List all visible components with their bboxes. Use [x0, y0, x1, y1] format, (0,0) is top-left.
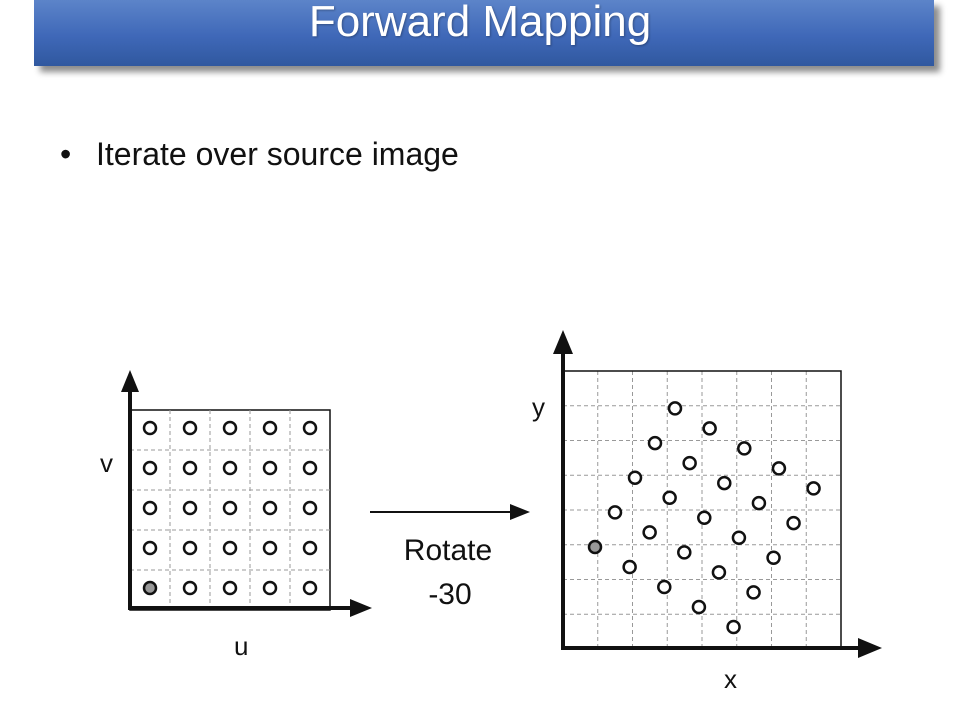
target-point	[746, 585, 761, 600]
slide-title: Forward Mapping	[308, 0, 652, 46]
target-point	[662, 490, 677, 505]
target-point	[786, 515, 801, 531]
target-point	[731, 530, 747, 545]
target-panel: y x	[532, 330, 882, 694]
target-point	[677, 545, 692, 560]
target-point	[627, 470, 643, 485]
target-point	[607, 505, 623, 520]
target-points	[587, 401, 821, 635]
target-point	[751, 495, 767, 511]
source-point	[262, 540, 278, 556]
bullet-icon: •	[60, 136, 72, 172]
target-point	[647, 435, 663, 451]
source-point	[142, 540, 158, 556]
source-u-arrowhead	[350, 599, 372, 617]
source-point	[262, 580, 278, 596]
target-point	[766, 550, 781, 565]
target-point	[691, 599, 707, 615]
target-point	[667, 401, 683, 416]
target-y-label: y	[532, 392, 545, 422]
source-points	[142, 420, 318, 596]
transform-arrowhead-icon	[510, 504, 530, 520]
transform: Rotate -30	[370, 504, 530, 611]
source-point	[222, 500, 238, 516]
source-point	[182, 500, 198, 516]
target-point	[726, 619, 741, 635]
source-point	[302, 540, 318, 556]
transform-label-line1: Rotate	[404, 534, 492, 567]
target-point	[737, 441, 752, 456]
source-u-label: u	[234, 631, 248, 661]
source-point	[142, 420, 158, 436]
source-point	[222, 540, 238, 556]
source-point	[222, 420, 238, 436]
bullet-item: • Iterate over source image	[60, 136, 459, 173]
title-bar	[34, 0, 934, 66]
source-point	[222, 460, 238, 476]
target-point	[771, 461, 787, 476]
target-point	[682, 455, 697, 471]
source-point	[262, 420, 278, 436]
source-panel: v u	[100, 370, 372, 661]
target-point	[717, 475, 732, 491]
source-point	[302, 500, 318, 516]
target-point	[642, 525, 657, 540]
transform-label-line2: -30	[428, 578, 471, 611]
target-point	[711, 565, 727, 580]
target-point	[697, 510, 712, 525]
source-v-label: v	[100, 448, 113, 478]
source-point	[182, 540, 198, 556]
target-y-arrowhead	[553, 330, 573, 354]
source-point	[302, 460, 318, 476]
source-point	[182, 580, 198, 596]
target-grid	[563, 371, 841, 649]
source-point	[302, 420, 318, 436]
source-point	[142, 460, 158, 476]
source-point	[222, 580, 238, 596]
source-point-highlighted	[142, 580, 158, 596]
target-point	[806, 481, 821, 496]
source-grid	[130, 410, 330, 610]
source-point	[182, 460, 198, 476]
target-point-highlighted	[587, 539, 603, 555]
source-point	[302, 580, 318, 596]
source-point	[262, 500, 278, 516]
target-point	[702, 421, 717, 436]
target-x-label: x	[724, 664, 737, 694]
source-point	[142, 500, 158, 516]
bullet-text: Iterate over source image	[96, 136, 459, 172]
source-point	[182, 420, 198, 436]
source-v-arrowhead	[121, 370, 139, 392]
source-point	[262, 460, 278, 476]
target-point	[657, 579, 672, 595]
target-x-arrowhead	[858, 638, 882, 658]
target-point	[622, 559, 637, 575]
